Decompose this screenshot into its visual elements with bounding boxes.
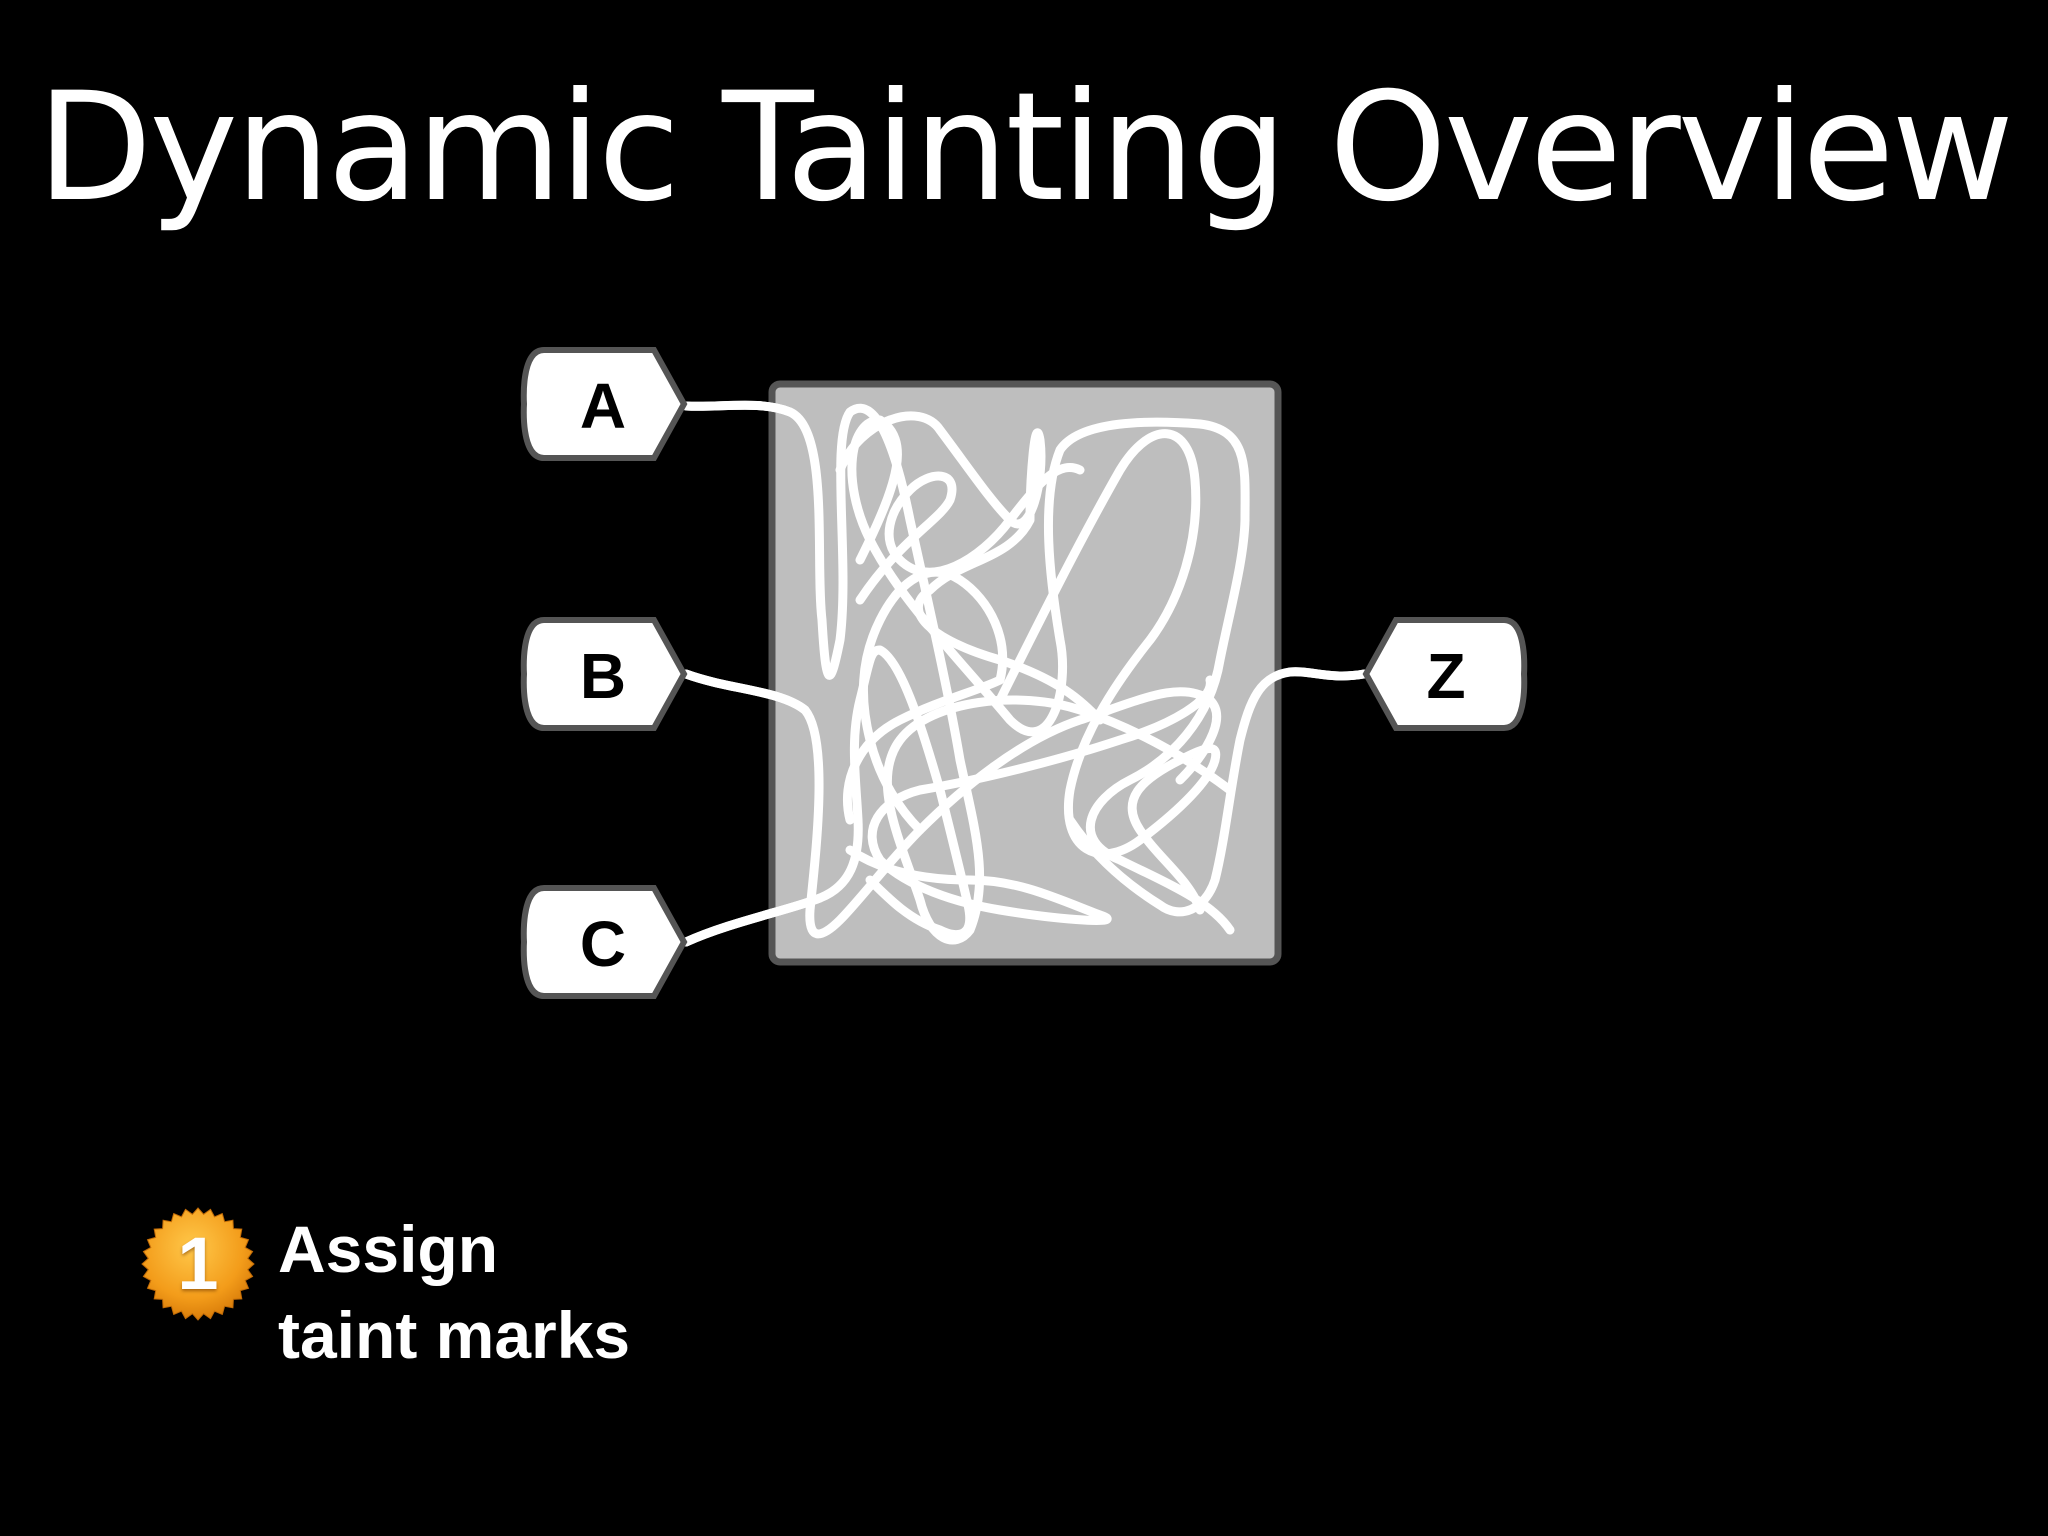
wire-a-lead	[681, 400, 795, 417]
step-number: 1	[177, 1222, 219, 1305]
wire-a-upper	[847, 415, 1250, 935]
step-description: Assign taint marks	[278, 1206, 630, 1378]
input-node-c: C	[520, 885, 688, 999]
wire-b-mid	[845, 675, 1215, 925]
input-label-b: B	[580, 640, 626, 712]
input-label-c: C	[580, 908, 626, 980]
wire-b-lead	[681, 669, 810, 715]
output-label-z: Z	[1426, 640, 1465, 712]
wire-z-lead	[1285, 667, 1369, 681]
input-label-a: A	[580, 370, 626, 442]
wire-c-lead	[681, 893, 825, 947]
wire-a-loop	[835, 411, 1105, 725]
wire-c-top	[855, 462, 1085, 605]
slide-title: Dynamic Tainting Overview	[36, 61, 2014, 235]
output-node-z: Z	[1362, 617, 1528, 731]
tangled-wires	[681, 400, 1369, 947]
wire-c	[681, 645, 975, 947]
step-1: 1 Assign taint marks	[140, 1206, 840, 1386]
orange-starburst-badge-icon	[141, 1207, 255, 1321]
wire-loop-2	[995, 429, 1221, 915]
step-line-1: Assign	[278, 1212, 499, 1286]
wire-b-loop	[842, 567, 1008, 835]
input-node-a: A	[520, 347, 688, 461]
input-node-b: B	[520, 617, 688, 731]
step-line-2: taint marks	[278, 1298, 631, 1372]
